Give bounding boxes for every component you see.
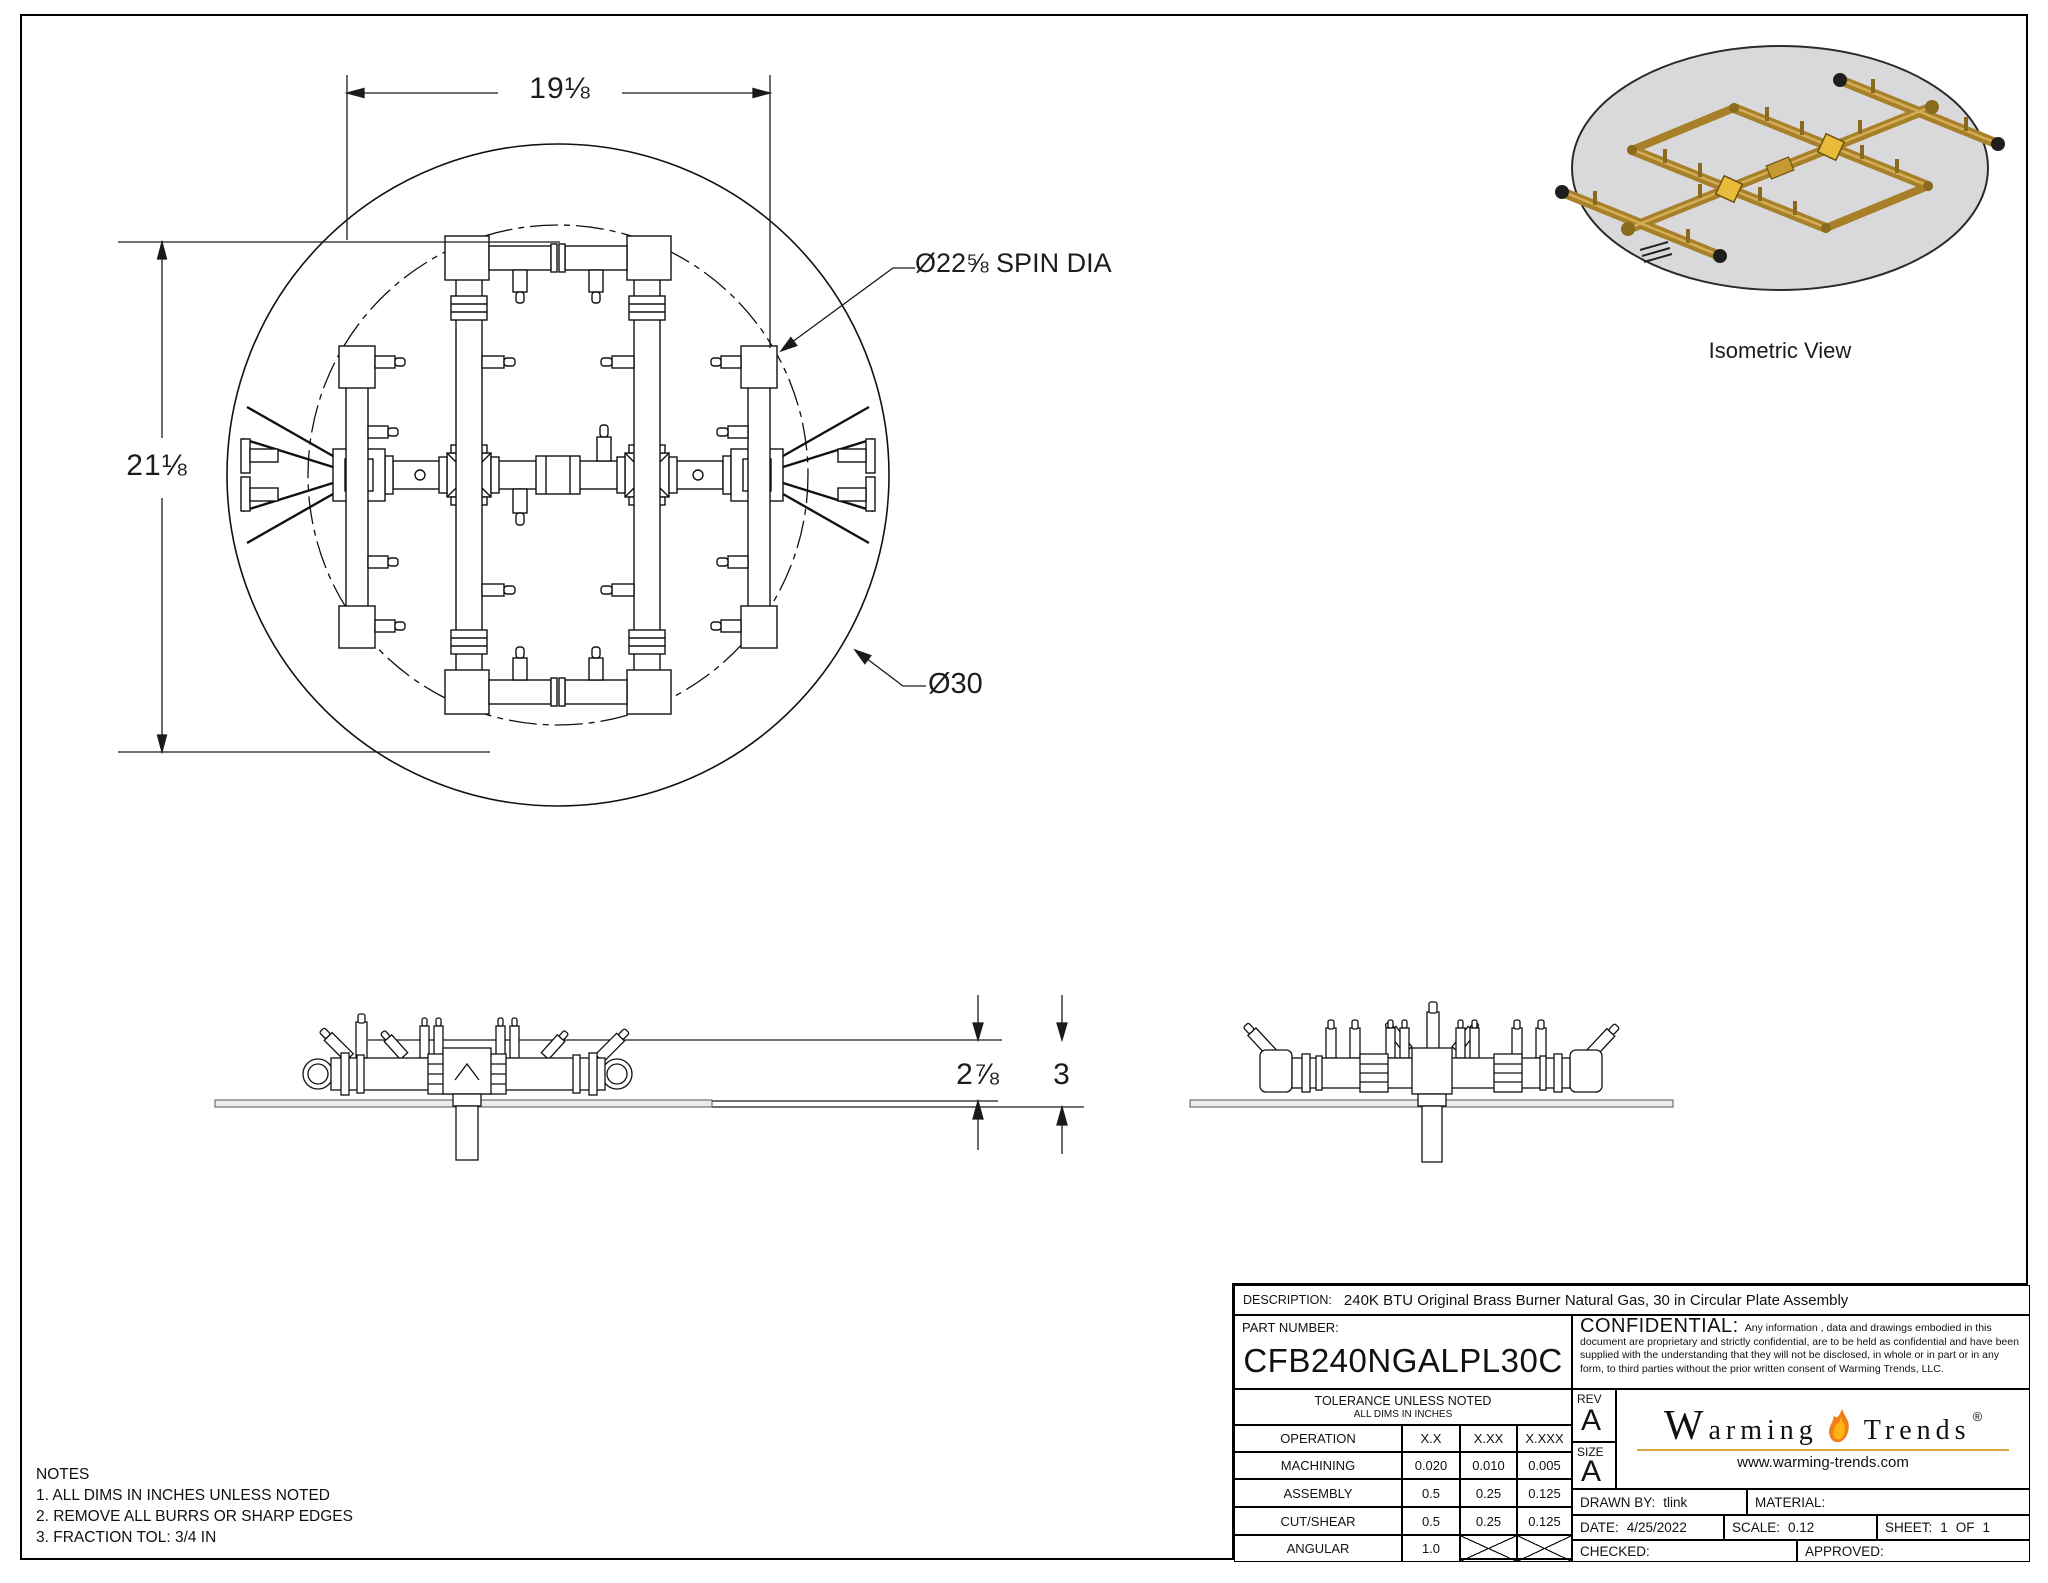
sheet-total: 1 [1982,1520,1991,1535]
sheet-border [20,14,2028,1560]
confidential-cell: CONFIDENTIAL:Any information , data and … [1572,1315,2030,1389]
tol-value: 0.25 [1460,1507,1517,1535]
description-value: 240K BTU Original Brass Burner Natural G… [1343,1291,1849,1309]
material-cell: MATERIAL: [1747,1489,2030,1515]
tol-row-label: MACHINING [1234,1452,1402,1479]
tol-value: 0.010 [1460,1452,1517,1479]
tol-header-operation: OPERATION [1234,1425,1402,1452]
tol-value: 0.005 [1517,1452,1572,1479]
tol-value: 0.020 [1402,1452,1460,1479]
sheet-of-label: OF [1955,1520,1975,1535]
scale-value: 0.12 [1788,1520,1815,1535]
tol-row-label: ASSEMBLY [1234,1479,1402,1507]
approved-cell: APPROVED: [1797,1540,2030,1562]
size-cell: SIZE A [1572,1442,1616,1489]
size-value: A [1581,1455,1602,1488]
date-label: DATE: [1580,1520,1619,1535]
dim-height-label: 21⅛ [126,449,188,482]
warming-trends-logo: Warming Trends® [1664,1408,1982,1446]
rev-value: A [1581,1404,1602,1437]
scale-label: SCALE: [1732,1520,1781,1535]
tol-header-xxxx: X.XXX [1517,1425,1572,1452]
part-number-value: CFB240NGALPL30C [1243,1342,1563,1379]
description-row: DESCRIPTION: 240K BTU Original Brass Bur… [1234,1285,2030,1315]
sheet-cell: SHEET: 1 OF 1 [1877,1515,2030,1540]
size-label: SIZE [1577,1445,1604,1459]
notes-title: NOTES [36,1466,90,1483]
approved-label: APPROVED: [1805,1543,1884,1559]
checked-label: CHECKED: [1580,1543,1650,1559]
description-label: DESCRIPTION: [1243,1293,1332,1307]
note-item: 2. REMOVE ALL BURRS OR SHARP EDGES [36,1508,353,1525]
tol-header-xxx: X.XX [1460,1425,1517,1452]
tol-row-label: CUT/SHEAR [1234,1507,1402,1535]
spin-diameter-circle [307,224,809,726]
date-cell: DATE: 4/25/2022 [1572,1515,1724,1540]
flame-icon [1828,1408,1849,1442]
logo-word-trends: Trends [1863,1414,1971,1446]
logo-website: www.warming-trends.com [1737,1453,1909,1471]
note-item: 1. ALL DIMS IN INCHES UNLESS NOTED [36,1487,331,1504]
checked-cell: CHECKED: [1572,1540,1797,1562]
rev-label: REV [1577,1392,1602,1406]
dim-burner-height-label: 2⅞ [956,1058,1000,1091]
logo-cell: Warming Trends® www.warming-trends.com [1616,1389,2030,1489]
side-view-drawing [1189,1001,1674,1163]
dim-width-label: 19⅛ [529,72,591,105]
confidential-text: Any information , data and drawings embo… [1580,1322,2019,1375]
logo-underline [1637,1448,2009,1451]
tolerance-subtitle: ALL DIMS IN INCHES [1353,1409,1453,1420]
isometric-caption: Isometric View [1708,338,1852,363]
top-view-drawing [226,143,890,807]
notes-block: NOTES 1. ALL DIMS IN INCHES UNLESS NOTED… [36,1464,353,1548]
rev-cell: REV A [1572,1389,1616,1442]
isometric-view-drawing [1555,45,2005,291]
plate-circle [226,143,890,807]
scale-cell: SCALE: 0.12 [1724,1515,1877,1540]
tol-value: 0.125 [1517,1507,1572,1535]
tol-header-xx: X.X [1402,1425,1460,1452]
dim-overall-height-label: 3 [1053,1058,1071,1091]
tol-value: 1.0 [1402,1535,1460,1562]
drawn-by-value: tlink [1663,1494,1688,1510]
plate-dia-label: Ø30 [928,668,983,700]
spin-dia-label: Ø22⅝ SPIN DIA [915,248,1112,278]
drawn-by-label: DRAWN BY: [1580,1494,1656,1510]
logo-word-warming: Warming [1663,1402,1818,1449]
sheet-label: SHEET: [1885,1520,1933,1535]
note-item: 3. FRACTION TOL: 3/4 IN [36,1529,217,1546]
sheet-number: 1 [1940,1520,1948,1535]
part-number-label: PART NUMBER: [1242,1320,1339,1335]
date-value: 4/25/2022 [1626,1520,1687,1535]
confidential-label: CONFIDENTIAL: [1580,1315,1739,1337]
drawn-by-cell: DRAWN BY: tlink [1572,1489,1747,1515]
tol-value: 0.25 [1460,1479,1517,1507]
front-view-drawing [214,1013,713,1161]
tolerance-title: TOLERANCE UNLESS NOTED [1314,1394,1492,1408]
tolerance-title-cell: TOLERANCE UNLESS NOTED ALL DIMS IN INCHE… [1234,1389,1572,1425]
dimension-lines [118,75,1084,1154]
tol-value-crossed [1517,1535,1572,1562]
plate-engraving-mark [1639,241,1673,263]
title-block: DESCRIPTION: 240K BTU Original Brass Bur… [1232,1283,2030,1562]
registered-mark: ® [1972,1408,1983,1424]
tol-value: 0.5 [1402,1479,1460,1507]
part-number-cell: PART NUMBER: CFB240NGALPL30C [1234,1315,1572,1389]
tol-value: 0.125 [1517,1479,1572,1507]
material-label: MATERIAL: [1755,1494,1826,1510]
tol-value: 0.5 [1402,1507,1460,1535]
tol-value-crossed [1460,1535,1517,1562]
tol-row-label: ANGULAR [1234,1535,1402,1562]
